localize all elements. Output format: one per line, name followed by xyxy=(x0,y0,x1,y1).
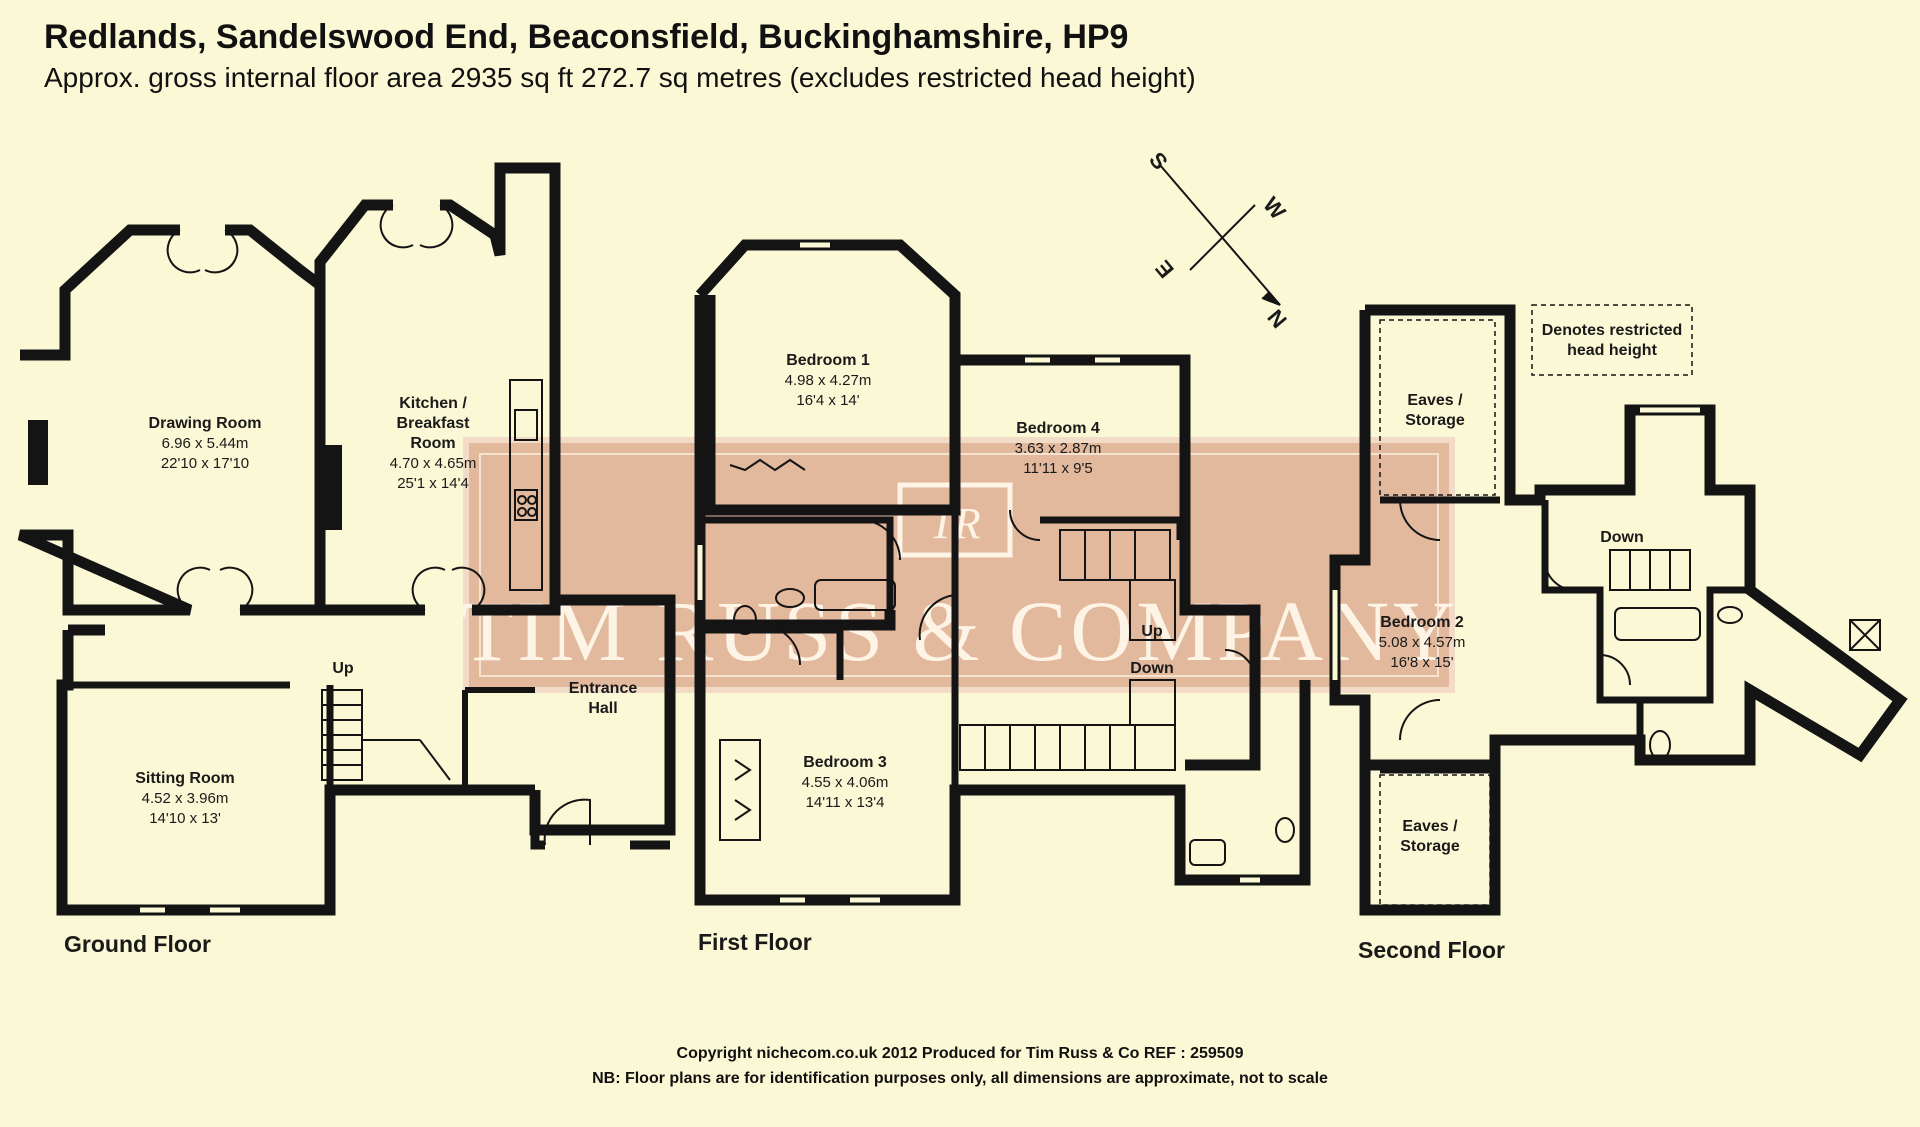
first-floor-plan xyxy=(694,239,1311,906)
second-inner-walls xyxy=(1380,496,1750,774)
second-floor-label: Second Floor xyxy=(1358,937,1505,963)
eaves-top-name-1: Eaves / xyxy=(1407,392,1463,409)
compass-n: N xyxy=(1262,305,1291,333)
french-doors xyxy=(166,204,591,846)
bedroom1-name: Bedroom 1 xyxy=(786,352,870,369)
kitchen-name-2: Breakfast xyxy=(397,415,471,432)
compass-w: W xyxy=(1258,192,1291,224)
sitting-room-imperial: 14'10 x 13' xyxy=(149,810,221,827)
legend-swatch xyxy=(1531,304,1693,376)
eaves-dashed-top xyxy=(1379,319,1496,496)
wardrobes xyxy=(719,458,806,841)
bedroom3-imperial: 14'11 x 13'4 xyxy=(806,794,885,811)
second-doors xyxy=(1399,499,1631,741)
kitchen-metric: 4.70 x 4.65m xyxy=(390,455,477,472)
second-fittings xyxy=(1614,606,1881,760)
first-doors xyxy=(759,509,1256,681)
second-floor-plan xyxy=(1329,304,1908,916)
kitchen-imperial: 25'1 x 14'4 xyxy=(397,475,469,492)
sitting-room-wall xyxy=(62,681,334,790)
eaves-top-name-2: Storage xyxy=(1405,412,1465,429)
bedroom1-imperial: 16'4 x 14' xyxy=(796,392,859,409)
ground-floor-label: Ground Floor xyxy=(64,931,211,957)
bedroom4-name: Bedroom 4 xyxy=(1016,420,1100,437)
second-stairs xyxy=(1609,549,1691,591)
eaves-dashed-bottom xyxy=(1379,774,1491,906)
cloakroom-walls xyxy=(462,687,535,785)
sitting-room-metric: 4.52 x 3.96m xyxy=(142,790,229,807)
bedroom3-name: Bedroom 3 xyxy=(803,754,887,771)
kitchen-walls xyxy=(314,162,561,616)
copyright-line: Copyright nichecom.co.uk 2012 Produced f… xyxy=(676,1045,1244,1062)
bedroom4-imperial: 11'11 x 9'5 xyxy=(1023,460,1092,477)
entrance-hall-walls xyxy=(530,790,670,850)
bathroom-walls xyxy=(705,516,894,680)
plan-subtitle: Approx. gross internal floor area 2935 s… xyxy=(44,62,1196,93)
legend-line2: head height xyxy=(1567,342,1657,359)
entrance-hall-name-2: Hall xyxy=(588,700,617,717)
bedroom3-metric: 4.55 x 4.06m xyxy=(802,774,889,791)
bedroom2-name: Bedroom 2 xyxy=(1380,614,1464,631)
bedroom1-metric: 4.98 x 4.27m xyxy=(785,372,872,389)
compass-e: E xyxy=(1150,256,1179,283)
legend-line1: Denotes restricted xyxy=(1542,322,1683,339)
bedroom2-imperial: 16'8 x 15' xyxy=(1390,654,1453,671)
first-stairs xyxy=(959,529,1176,771)
compass-s: S xyxy=(1144,147,1173,174)
fireplace-kitchen xyxy=(322,445,342,530)
entrance-hall-name-1: Entrance xyxy=(569,680,638,697)
kitchen-name-3: Room xyxy=(410,435,455,452)
bedroom1-walls xyxy=(695,239,961,516)
ground-floor-plan xyxy=(17,162,676,916)
landing-walls xyxy=(951,510,1184,790)
drawing-room-name: Drawing Room xyxy=(149,415,262,432)
disclaimer-line: NB: Floor plans are for identification p… xyxy=(592,1070,1328,1087)
bedroom4-walls xyxy=(955,354,1261,771)
kitchen-units xyxy=(509,379,543,591)
kitchen-name-1: Kitchen / xyxy=(399,395,467,412)
ground-stairs xyxy=(321,689,451,781)
sitting-room-name: Sitting Room xyxy=(135,770,235,787)
eaves-bottom-name-1: Eaves / xyxy=(1402,818,1458,835)
compass-rose xyxy=(1159,164,1281,306)
first-floor-label: First Floor xyxy=(698,929,812,955)
bathroom-fittings xyxy=(733,579,1295,866)
bedroom2-metric: 5.08 x 4.57m xyxy=(1379,634,1466,651)
drawing-room-imperial: 22'10 x 17'10 xyxy=(161,455,249,472)
eaves-bottom-name-2: Storage xyxy=(1400,838,1460,855)
second-windows xyxy=(1332,407,1700,680)
drawing-room-walls xyxy=(17,224,326,616)
bedroom4-metric: 3.63 x 2.87m xyxy=(1015,440,1102,457)
drawing-room-metric: 6.96 x 5.44m xyxy=(162,435,249,452)
fireplace-drawing xyxy=(28,420,48,485)
first-stairs-up: Up xyxy=(1141,623,1163,640)
plan-title: Redlands, Sandelswood End, Beaconsfield,… xyxy=(44,18,1129,56)
second-stairs-down: Down xyxy=(1600,529,1644,546)
ground-windows xyxy=(17,385,645,913)
first-stairs-down: Down xyxy=(1130,660,1174,677)
first-windows xyxy=(697,242,1260,903)
ground-stairs-up: Up xyxy=(332,660,354,677)
